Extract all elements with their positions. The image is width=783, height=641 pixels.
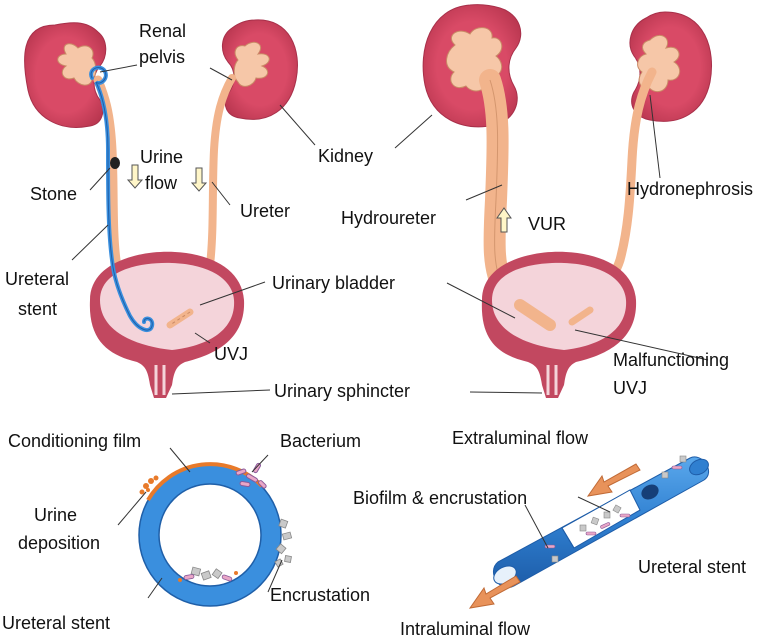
label-stone: Stone [30,184,78,204]
label-bacterium: Bacterium [280,431,362,451]
right-leader-lines [394,94,709,394]
extraluminal-flow-arrow [586,463,641,497]
biofilm-debris [544,455,687,563]
label-extraluminal-flow: Extraluminal flow [452,428,589,448]
inner-deposits [178,566,238,582]
label-renal-pelvis-line2: pelvis [139,47,186,67]
label-urine-flow-line2: flow [145,173,178,193]
label-intraluminal-flow: Intraluminal flow [400,619,531,639]
label-encrustation: Encrustation [270,585,371,605]
urinary-bladder-vur [481,251,637,398]
label-malfunctioning-uvj-line1: Malfunctioning [613,350,730,370]
label-urine-flow-line1: Urine [140,147,184,167]
left-leader-lines [71,64,316,395]
label-urine-deposition-line2: deposition [18,533,101,553]
label-ureteral-stent-line2: stent [18,299,58,319]
label-renal-pelvis-line1: Renal [139,21,187,41]
stone [110,157,120,169]
stent-cross-section [117,447,293,607]
left-anatomy [24,19,316,398]
label-urine-deposition-line1: Urine [34,505,78,525]
stent-tube [468,455,710,609]
tube-leader-lines [524,496,611,549]
label-malfunctioning-uvj-line2: UVJ [613,378,648,398]
label-ureteral-stent-tube: Ureteral stent [638,557,747,577]
right-anatomy [394,4,713,398]
right-kidney [222,19,298,120]
label-ureter: Ureter [240,201,291,221]
vur-arrow [496,207,512,233]
label-uvj: UVJ [214,344,249,364]
left-kidney [24,22,107,128]
urine-flow-arrows [126,164,208,192]
urine-deposition [139,475,159,495]
label-hydroureter: Hydroureter [341,208,437,228]
bacteria-cluster [235,462,267,489]
hydro-kidney-right [629,11,713,122]
intraluminal-flow-arrow [468,575,521,609]
label-biofilm-encrustation: Biofilm & encrustation [353,488,528,508]
label-urinary-sphincter: Urinary sphincter [274,381,411,401]
label-vur: VUR [528,214,567,234]
label-conditioning-film: Conditioning film [8,431,142,451]
label-hydronephrosis: Hydronephrosis [627,179,754,199]
cross-section-leader-lines [117,447,283,599]
label-kidney: Kidney [318,146,374,166]
label-ureteral-stent-cross: Ureteral stent [2,613,111,633]
label-urinary-bladder: Urinary bladder [272,273,396,293]
label-ureteral-stent-line1: Ureteral [5,269,70,289]
